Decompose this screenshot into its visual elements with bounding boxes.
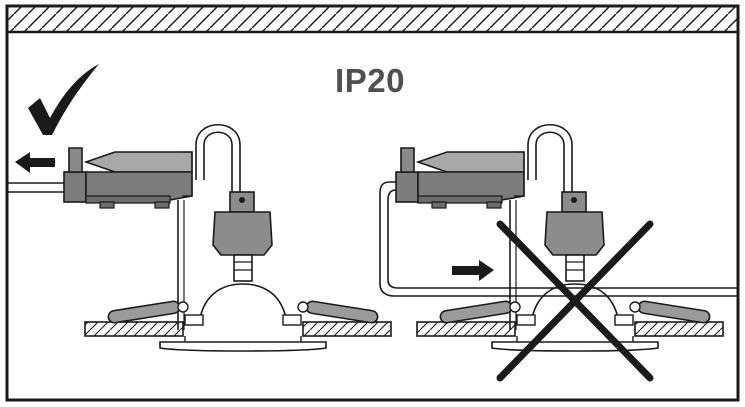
spring-clip-left-2: [439, 300, 521, 324]
spring-clip-right-2: [629, 300, 711, 324]
cable-loop: [195, 123, 241, 192]
fixture-correct: [8, 123, 392, 352]
arrow-right-icon: [452, 260, 494, 281]
trim-ring-2: [491, 341, 659, 352]
reflector: [199, 283, 287, 319]
spring-clip-right: [297, 300, 379, 324]
outer-frame: [5, 4, 740, 402]
reflector-2: [531, 283, 619, 319]
cross-icon: [496, 220, 654, 382]
cable-out: [8, 182, 64, 193]
ip-rating-label: IP20: [335, 62, 405, 99]
driver-box-2: [395, 147, 525, 209]
lamp-socket: [212, 211, 273, 256]
lamp-socket-2: [544, 211, 605, 256]
trim-ring: [159, 341, 327, 352]
fixture-wrong: [379, 123, 737, 382]
driver-box: [63, 147, 193, 209]
cable-bent: [379, 181, 737, 297]
cable-loop-2: [527, 123, 573, 192]
spring-clip-left: [107, 300, 189, 324]
check-mark-icon: [28, 64, 99, 135]
ceiling-slab: [8, 7, 737, 34]
arrow-left-icon: [15, 152, 55, 173]
